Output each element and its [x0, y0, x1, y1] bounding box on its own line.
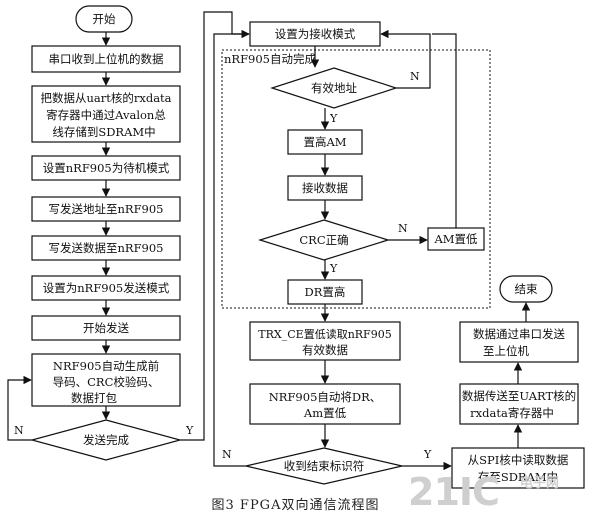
trx-read-label-2: 有效数据 — [302, 343, 348, 357]
send-done-yes-label: Y — [185, 424, 194, 437]
dr-high-label: DR置高 — [305, 285, 346, 299]
store-sdram-label-2: 寄存器中通过Avalon总 — [46, 108, 166, 122]
dotted-region-label: nRF905自动完成 — [224, 52, 316, 66]
auto-complete-region — [221, 49, 491, 309]
auto-gen-label-1: NRF905自动生成前 — [53, 359, 159, 373]
send-done-no-label: N — [14, 424, 24, 437]
end-flag-label: 收到结束标识符 — [284, 459, 365, 473]
standby-mode-label: 设置nRF905为待机模式 — [43, 161, 170, 175]
end-label: 结束 — [515, 282, 538, 296]
uart-reg-label-2: rxdata寄存器中 — [470, 406, 554, 420]
store-sdram-label-1: 把数据从uart核的rxdata — [40, 91, 171, 105]
end-flag-yes-label: Y — [423, 448, 432, 461]
serial-send-label-2: 至上位机 — [483, 344, 529, 358]
watermark-sub: 电子网 — [520, 476, 560, 491]
auto-clear-label-1: NRF905自动将DR、 — [269, 390, 382, 404]
send-done-label: 发送完成 — [83, 433, 129, 447]
send-done-decision — [29, 419, 183, 461]
am-low-label: AM置低 — [433, 232, 478, 246]
valid-addr-yes-label: Y — [329, 112, 338, 125]
crc-yes-label: Y — [329, 262, 338, 275]
trx-read-label-1: TRX_CE置低读取nRF905 — [258, 327, 391, 341]
serial-receive-label: 串口收到上位机的数据 — [49, 52, 164, 66]
end-terminal — [499, 275, 553, 303]
receive-data-label: 接收数据 — [302, 181, 348, 195]
spi-read-label-1: 从SPI核中读取数据 — [468, 453, 569, 467]
end-flag-no-label: N — [222, 448, 232, 461]
rx-mode-label: 设置为接收模式 — [275, 27, 356, 41]
serial-send-label-1: 数据通过串口发送 — [473, 327, 565, 341]
figure-caption: 图3 FPGA双向通信流程图 — [211, 498, 380, 513]
serial-send-box — [459, 321, 579, 363]
end-flag-decision — [245, 447, 403, 485]
auto-gen-label-3: 数据打包 — [71, 391, 117, 405]
crc-ok-decision — [257, 219, 391, 261]
tx-mode-label: 设置为nRF905发送模式 — [43, 281, 170, 295]
auto-clear-label-2: Am置低 — [303, 406, 347, 420]
uart-reg-box — [459, 383, 579, 425]
set-am-high-label: 置高AM — [303, 135, 346, 149]
start-label: 开始 — [93, 12, 116, 26]
store-sdram-label-3: 线存储到SDRAM中 — [52, 125, 155, 139]
valid-addr-decision — [270, 67, 398, 109]
watermark-logo: 21IC — [408, 470, 500, 514]
write-addr-label: 写发送地址至nRF905 — [49, 202, 164, 216]
auto-gen-label-2: 导码、CRC校验码、 — [53, 375, 160, 389]
start-send-label: 开始发送 — [83, 321, 129, 335]
valid-addr-label: 有效地址 — [311, 81, 357, 95]
start-terminal — [75, 5, 133, 33]
crc-ok-label: CRC正确 — [299, 233, 348, 247]
write-data-label: 写发送数据至nRF905 — [49, 241, 164, 255]
crc-no-label: N — [398, 222, 408, 235]
valid-addr-no-label: N — [410, 70, 420, 83]
spi-read-label-2: 存至SDRAM中 — [478, 470, 558, 484]
uart-reg-label-1: 数据传送至UART核的 — [462, 389, 576, 403]
